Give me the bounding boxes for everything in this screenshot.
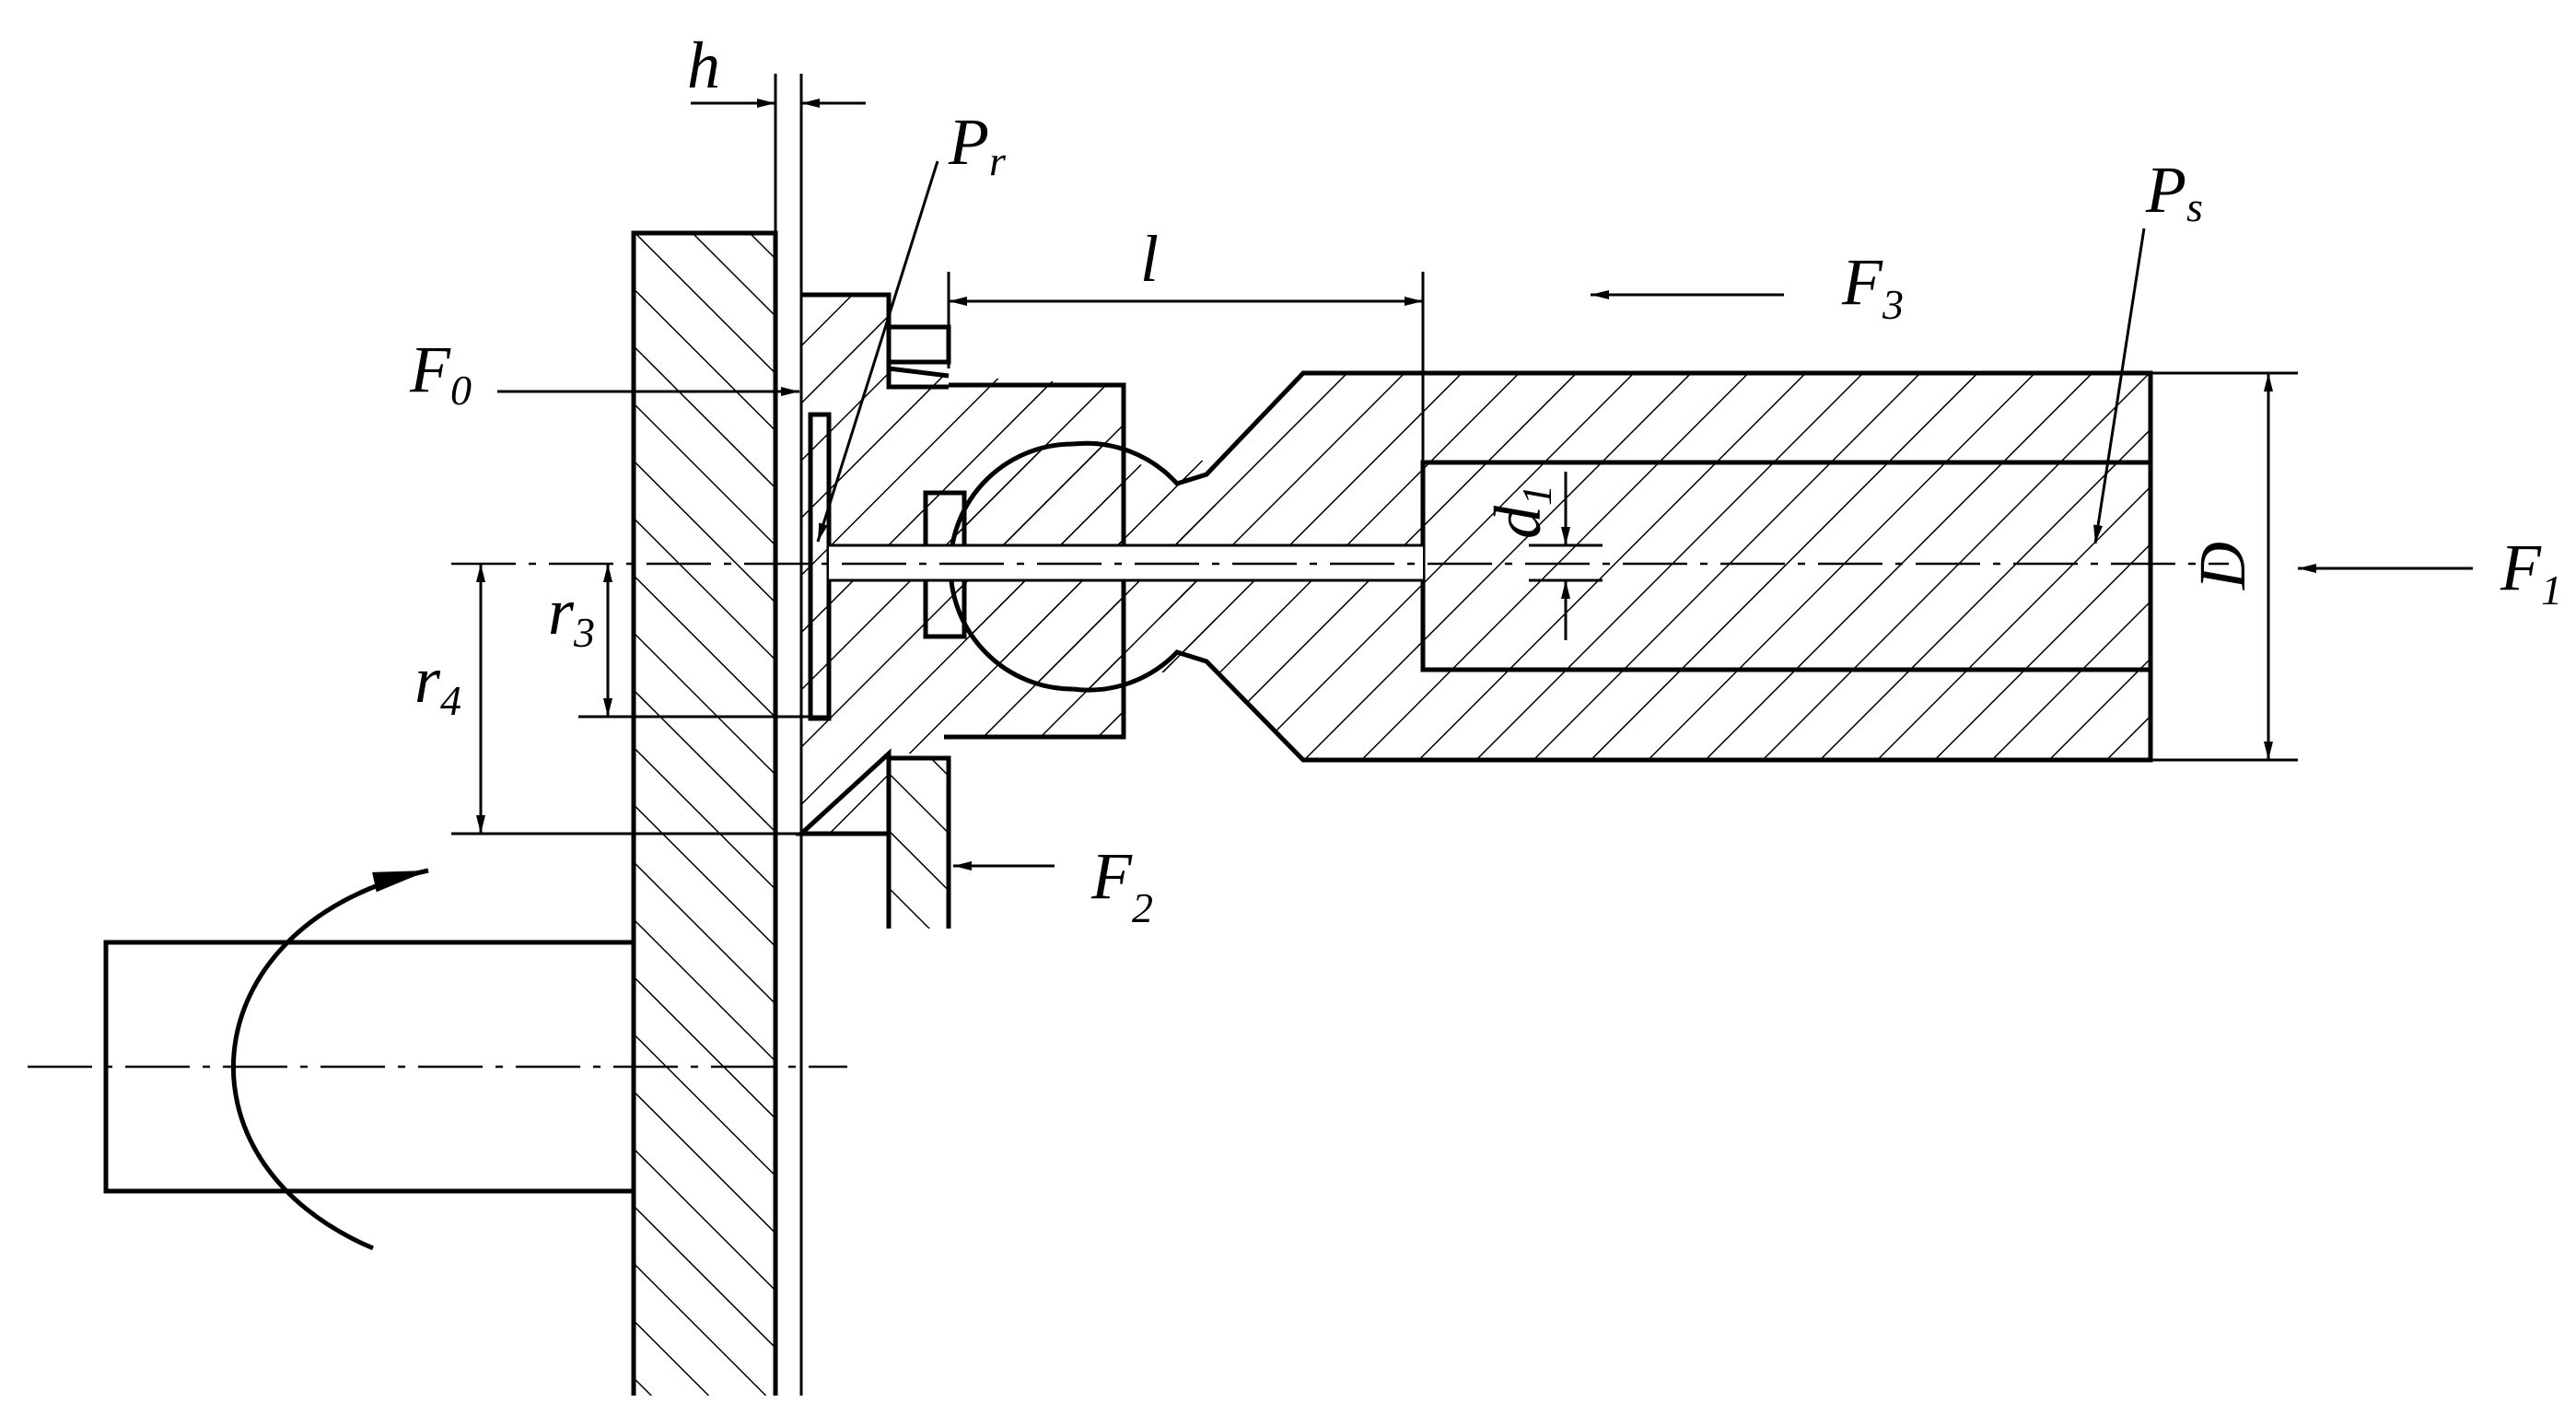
label-Pr-sub: r — [989, 137, 1007, 184]
label-F3-base: F — [1841, 245, 1883, 319]
label-h: h — [687, 29, 720, 102]
label-l: l — [1140, 222, 1159, 296]
dimension-d1 — [1529, 472, 1603, 640]
label-F1: F1 — [2500, 531, 2562, 614]
pressure-Pr-leader — [816, 160, 939, 543]
label-d1: d1 — [1481, 485, 1560, 539]
label-d1-group: d1 — [1481, 485, 1560, 539]
label-F2-base: F — [1090, 839, 1133, 913]
rotation-arrow — [231, 868, 429, 1251]
dimension-r3 — [578, 564, 829, 719]
label-F1-base: F — [2500, 531, 2542, 604]
label-d1-base: d — [1481, 505, 1555, 539]
label-r3-base: r — [548, 575, 575, 649]
label-r3: r3 — [548, 575, 595, 656]
label-r4-base: r — [414, 643, 441, 717]
piston — [829, 370, 2153, 763]
label-D: D — [2186, 542, 2259, 590]
label-r4: r4 — [414, 643, 461, 724]
label-d1-sub: 1 — [1513, 485, 1560, 506]
label-F2: F2 — [1090, 839, 1153, 931]
label-Pr: Pr — [948, 105, 1007, 184]
pressure-Ps-leader — [2093, 228, 2146, 544]
label-Pr-base: P — [948, 105, 989, 179]
dimension-l — [947, 272, 1425, 462]
label-r4-sub: 4 — [440, 677, 461, 724]
dimension-r4 — [451, 564, 889, 836]
label-Ps-sub: s — [2186, 183, 2203, 230]
label-F2-sub: 2 — [1132, 884, 1153, 931]
swash-plate — [631, 230, 778, 1396]
retainer-plate — [886, 755, 951, 929]
label-F0-sub: 0 — [450, 367, 472, 414]
label-Ps-base: P — [2145, 153, 2186, 227]
dimension-D — [2151, 371, 2298, 762]
label-F3-sub: 3 — [1882, 281, 1904, 328]
label-F1-sub: 1 — [2541, 567, 2562, 614]
label-D-group: D — [2186, 542, 2259, 590]
label-r3-sub: 3 — [573, 609, 595, 656]
label-F0: F0 — [409, 333, 472, 414]
label-F3: F3 — [1841, 245, 1904, 328]
label-Ps: Ps — [2145, 153, 2203, 230]
label-F0-base: F — [409, 333, 451, 406]
